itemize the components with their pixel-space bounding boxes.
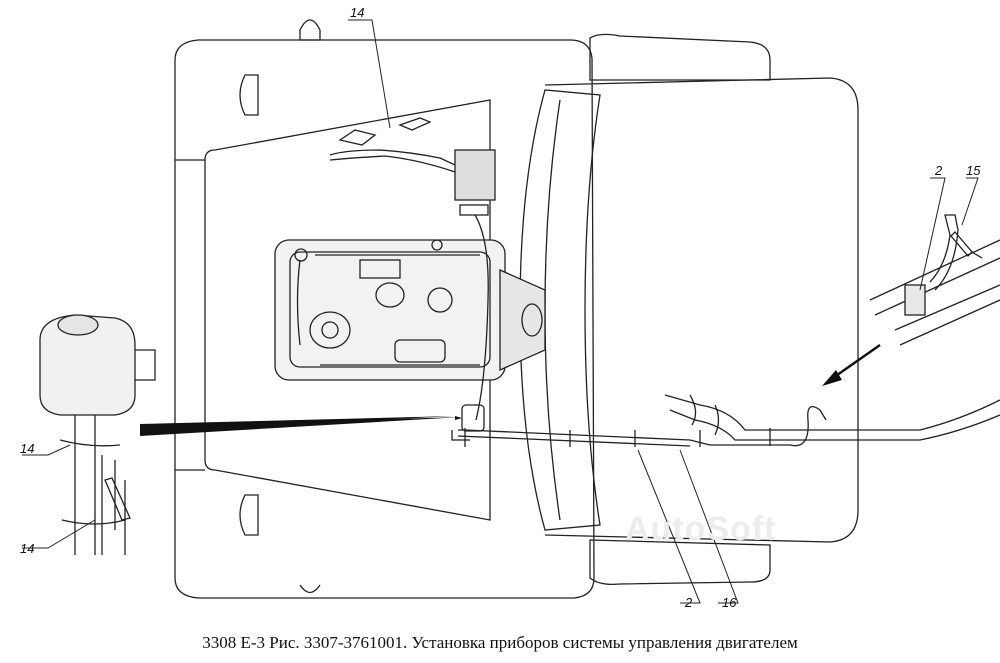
engine-control-unit (329, 117, 496, 421)
exhaust-pipe (664, 394, 1000, 441)
engine-assembly (274, 239, 546, 381)
figure-caption: 3308 Е-3 Рис. 3307-3761001. Установка пр… (202, 633, 798, 652)
callout-14-top: 14 (350, 5, 364, 20)
expansion-tank-inset (39, 314, 156, 555)
callout-2-bottom: 2 (684, 595, 693, 610)
callout-leaders (22, 19, 979, 604)
exhaust-sensor-inset (869, 214, 1000, 346)
callout-16-bottom: 16 (722, 595, 737, 610)
wiring-harness (451, 404, 827, 447)
cab-outline (174, 19, 595, 599)
watermark: AutoSoft (625, 510, 777, 548)
callout-15-right: 15 (966, 163, 981, 178)
hood-outline (519, 33, 859, 586)
callout-14-left-upper: 14 (20, 441, 34, 456)
pointer-arrows (140, 343, 881, 436)
callout-2-right: 2 (934, 163, 943, 178)
callout-14-left-lower: 14 (20, 541, 34, 556)
